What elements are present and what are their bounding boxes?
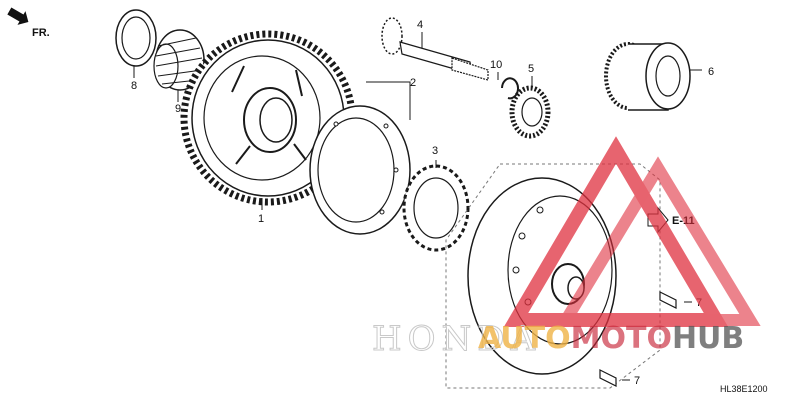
bolt-7-upper — [659, 291, 692, 309]
one-way-clutch-3 — [402, 160, 470, 252]
callout-10: 10 — [490, 59, 502, 71]
starter-driven-gear-1 — [180, 30, 356, 210]
watermark-logo — [503, 136, 761, 327]
callout-5: 5 — [528, 63, 534, 75]
front-direction-arrow: FR. — [7, 7, 50, 39]
callout-8: 8 — [131, 80, 137, 92]
watermark-brand-text: HONDA — [372, 319, 541, 359]
bolt-7-lower — [599, 369, 630, 387]
diagram-code: HL38E1200 — [720, 384, 768, 394]
watermark-moto: MOTO — [571, 321, 672, 356]
starter-shaft-4 — [381, 17, 489, 81]
callout-4: 4 — [417, 19, 423, 31]
callout-6: 6 — [708, 66, 714, 78]
one-way-clutch-outer-2 — [309, 81, 411, 235]
watermark-hub: HUB — [672, 321, 744, 356]
idle-gear-5 — [509, 76, 551, 139]
callout-9: 9 — [175, 103, 181, 115]
callout-1: 1 — [258, 213, 264, 225]
washer-8 — [115, 9, 157, 78]
watermark-text: AUTOMOTOHUB — [478, 321, 744, 356]
watermark-auto: AUTO — [478, 321, 571, 356]
clutch-assembly-6 — [604, 42, 702, 111]
callout-2: 2 — [410, 77, 416, 89]
callout-3: 3 — [432, 145, 438, 157]
callout-7-lower: 7 — [634, 375, 640, 387]
circlip-10 — [497, 72, 519, 100]
front-direction-label: FR. — [32, 27, 50, 39]
